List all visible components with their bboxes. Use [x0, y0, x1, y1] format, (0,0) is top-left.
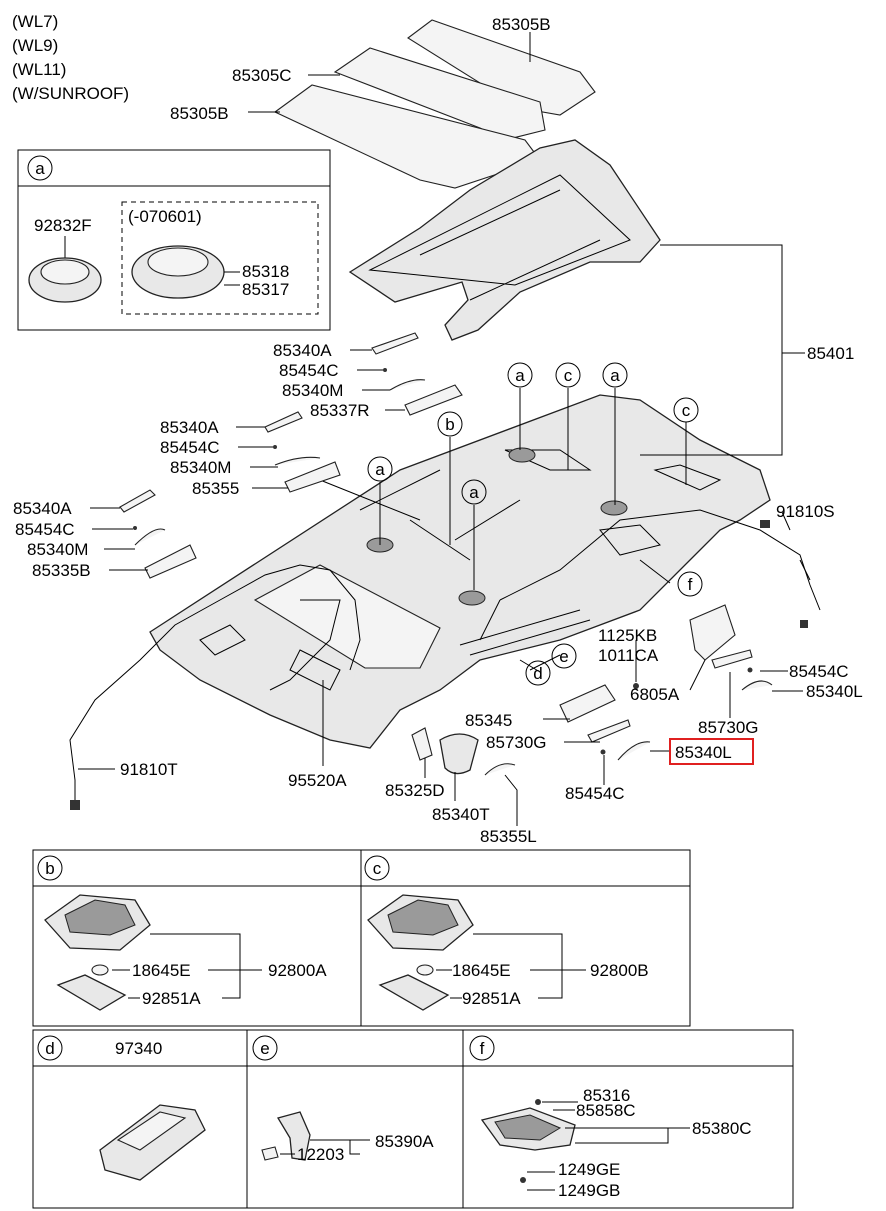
callout-a: a [469, 483, 479, 502]
label-85305B-left: 85305B [170, 104, 229, 123]
highlight-box [669, 738, 754, 765]
label-85340T: 85340T [432, 805, 490, 824]
label-85345: 85345 [465, 711, 512, 730]
label-85335B: 85335B [32, 561, 91, 580]
variant-note: (WL9) [12, 36, 59, 55]
callout-b: b [445, 415, 454, 434]
label-85340A: 85340A [273, 341, 332, 360]
label-91810S: 91810S [776, 502, 835, 521]
label-85355: 85355 [192, 479, 239, 498]
label-18645E: 18645E [452, 961, 511, 980]
detail-bc-panel: b 18645E 92851A 92800A c 18645E 92851A 9… [32, 849, 691, 1027]
label-85454C: 85454C [565, 784, 625, 803]
label-85337R: 85337R [310, 401, 370, 420]
callout-e: e [559, 647, 568, 666]
label-85325D: 85325D [385, 781, 445, 800]
label-85305C: 85305C [232, 66, 292, 85]
label-85340L-highlighted[interactable]: 85340L [675, 743, 732, 762]
label-85355L: 85355L [480, 827, 537, 846]
variant-notes: (WL7) (WL9) (WL11) (W/SUNROOF) [12, 10, 129, 106]
label-1011CA: 1011CA [598, 646, 659, 665]
variant-note: (WL7) [12, 12, 59, 31]
label-85340L: 85340L [806, 682, 863, 701]
label-85454C: 85454C [279, 361, 339, 380]
callout-c: c [564, 366, 573, 385]
label-1249GB: 1249GB [558, 1181, 620, 1200]
insulation-pads [273, 19, 596, 189]
detail-a-note: (-070601) [128, 207, 202, 226]
label-85340A: 85340A [13, 499, 72, 518]
part-labels: 85305B 85305C 85305B 85401 85340A 85454C… [13, 15, 863, 846]
label-18645E: 18645E [132, 961, 191, 980]
variant-note: (W/SUNROOF) [12, 84, 130, 103]
callout-a: a [375, 460, 385, 479]
label-92800A: 92800A [268, 961, 327, 980]
label-92851A: 92851A [142, 989, 201, 1008]
leader-lines [78, 32, 811, 826]
label-85317: 85317 [242, 280, 289, 299]
label-85454C: 85454C [160, 438, 220, 457]
callout-a: a [515, 366, 525, 385]
label-85730G: 85730G [698, 718, 759, 737]
callout-f: f [688, 575, 693, 594]
label-85380C: 85380C [692, 1119, 752, 1138]
label-85340A: 85340A [160, 418, 219, 437]
label-85730G: 85730G [486, 733, 547, 752]
label-92800B: 92800B [590, 961, 649, 980]
label-85316: 85316 [583, 1086, 630, 1105]
label-97340: 97340 [115, 1039, 162, 1058]
label-85305B-top: 85305B [492, 15, 551, 34]
label-85858C: 85858C [576, 1101, 636, 1120]
label-85401: 85401 [807, 344, 854, 363]
callout-a: a [610, 366, 620, 385]
detail-b-circle: b [45, 859, 54, 878]
sunroof-opening [253, 564, 441, 669]
roof-panel [348, 139, 661, 341]
label-85454C: 85454C [789, 662, 849, 681]
label-1249GE: 1249GE [558, 1160, 620, 1179]
label-91810T: 91810T [120, 760, 178, 779]
label-6805A: 6805A [630, 685, 680, 704]
detail-a-circle: a [35, 159, 45, 178]
label-92832F: 92832F [34, 216, 92, 235]
label-85318: 85318 [242, 262, 289, 281]
detail-a-panel: a 92832F (-070601) 85318 85317 [17, 149, 331, 331]
label-85340M: 85340M [27, 540, 88, 559]
detail-def-panel: d 97340 e 12203 85390A f 85316 85858C 85… [32, 1029, 794, 1209]
variant-note: (WL11) [12, 60, 67, 79]
label-95520A: 95520A [288, 771, 347, 790]
label-85454C: 85454C [15, 520, 75, 539]
detail-e-circle: e [260, 1039, 269, 1058]
callout-d: d [533, 664, 542, 683]
label-85340M: 85340M [170, 458, 231, 477]
detail-f-circle: f [480, 1039, 485, 1058]
callout-c: c [682, 401, 691, 420]
detail-c-circle: c [373, 859, 382, 878]
roof-panel-85401[interactable] [348, 139, 661, 341]
small-parts [119, 332, 773, 776]
label-12203: 12203 [297, 1145, 344, 1164]
label-92851A: 92851A [462, 989, 521, 1008]
label-85340M: 85340M [282, 381, 343, 400]
callouts: a c a b c a a f e d [367, 362, 703, 686]
detail-d-circle: d [45, 1039, 54, 1058]
label-85390A: 85390A [375, 1132, 434, 1151]
label-1125KB: 1125KB [598, 626, 657, 645]
